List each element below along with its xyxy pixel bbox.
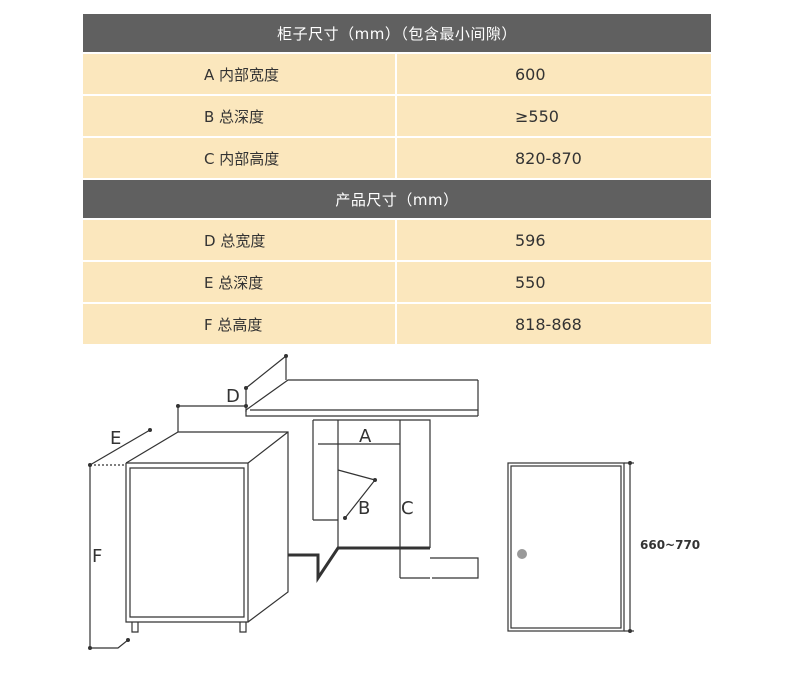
row-value: ≥550 xyxy=(515,106,559,126)
row-label: F 总高度 xyxy=(83,304,397,344)
floor-line xyxy=(288,546,430,583)
door-handle xyxy=(517,549,527,559)
dimension-e xyxy=(89,429,151,466)
door-height-label: 660~770 xyxy=(640,538,700,552)
countertop xyxy=(245,379,479,417)
table-row: D 总宽度 596 xyxy=(83,218,711,260)
row-value: 550 xyxy=(515,272,546,292)
dimension-d xyxy=(177,355,287,432)
dimension-f xyxy=(89,465,129,649)
row-label: C 内部高度 xyxy=(83,138,397,178)
dishwasher-body xyxy=(125,431,289,633)
dimension-table: 柜子尺寸（mm）（包含最小间隙） A 内部宽度 600 B 总深度 ≥550 C… xyxy=(83,14,711,344)
label-e: E xyxy=(110,428,121,449)
row-label: B 总深度 xyxy=(83,96,397,136)
label-f: F xyxy=(92,546,102,567)
row-value: 596 xyxy=(515,230,546,250)
door-height-dimension xyxy=(624,462,634,632)
door-panel xyxy=(507,462,625,632)
label-b: B xyxy=(358,498,370,519)
installation-diagram: D E F A B C 660~770 xyxy=(88,354,700,650)
row-value: 820-870 xyxy=(515,148,582,168)
row-value: 600 xyxy=(515,64,546,84)
product-size-header: 产品尺寸（mm） xyxy=(83,178,711,218)
row-value: 818-868 xyxy=(515,314,582,334)
label-d: D xyxy=(226,386,240,407)
table-row: E 总深度 550 xyxy=(83,260,711,302)
table-row: B 总深度 ≥550 xyxy=(83,94,711,136)
table-row: F 总高度 818-868 xyxy=(83,302,711,344)
table-row: C 内部高度 820-870 xyxy=(83,136,711,178)
row-label: A 内部宽度 xyxy=(83,54,397,94)
label-c: C xyxy=(401,498,414,519)
row-label: D 总宽度 xyxy=(83,220,397,260)
cabinet-size-header: 柜子尺寸（mm）（包含最小间隙） xyxy=(83,14,711,52)
table-row: A 内部宽度 600 xyxy=(83,52,711,94)
row-label: E 总深度 xyxy=(83,262,397,302)
label-a: A xyxy=(359,426,372,447)
